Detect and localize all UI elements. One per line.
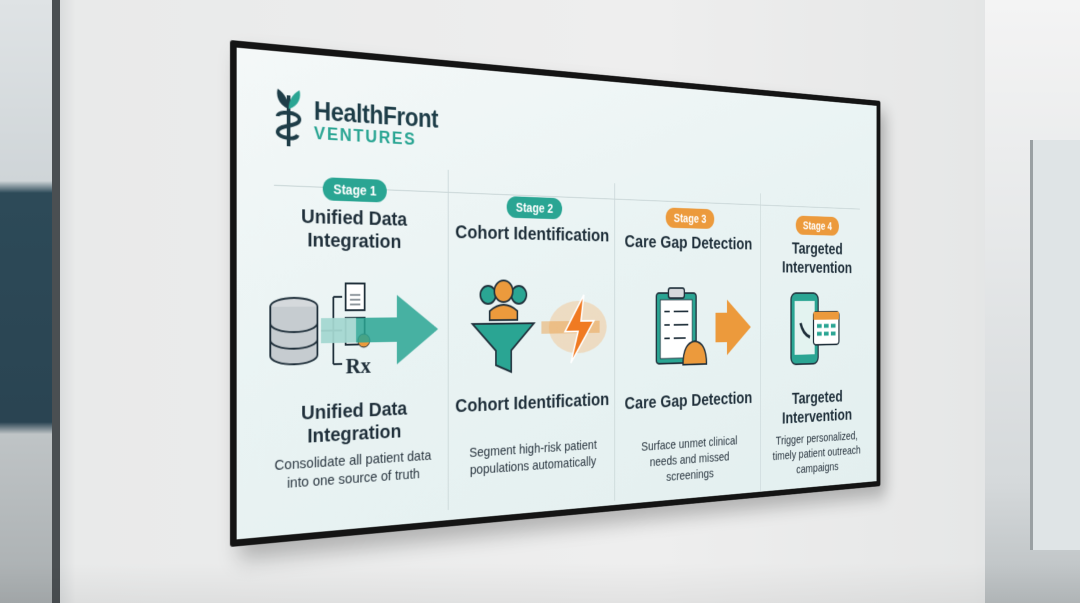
caduceus-leaf-icon [272, 86, 305, 151]
window-frame [52, 0, 60, 603]
lightning-icon [541, 295, 607, 364]
stage-4-column: Stage 4 Targeted Intervention Targeted I… [760, 193, 872, 491]
stage-2-description: Segment high-risk patient populations au… [469, 437, 597, 479]
stage-2-bottom-title: Cohort Identification [455, 389, 610, 417]
stage-1-description: Consolidate all patient data into one so… [274, 447, 432, 492]
stage-1-bottom-title: Unified Data Integration [301, 397, 408, 448]
floor-shadow [0, 563, 1080, 603]
stage-1-title: Unified Data Integration [301, 205, 408, 253]
people-funnel-icon [449, 278, 607, 379]
stage-2-title: Cohort Identification [455, 221, 610, 246]
tv-screen: HealthFront VENTURES Stage 1 Unified Dat… [236, 47, 877, 540]
stage-3-bottom-title: Care Gap Detection [624, 388, 753, 414]
phone-calendar-icon [761, 288, 872, 376]
stage-2-column: Stage 2 Cohort Identification Cohort Ide… [447, 169, 616, 511]
brand-logo: HealthFront VENTURES [272, 86, 438, 158]
flow-arrow-3 [715, 299, 751, 356]
stage-4-description: Trigger personalized, timely patient out… [772, 429, 861, 477]
stage-4-bottom-title: Targeted Intervention [781, 387, 853, 428]
rx-icon: Rx [346, 353, 372, 379]
stage-3-column: Stage 3 Care Gap Detection Care Gap Dete… [614, 183, 761, 501]
stage-3-badge: Stage 3 [665, 207, 715, 230]
stage-4-badge: Stage 4 [795, 215, 839, 236]
stage-1-column: Stage 1 Unified Data Integration Rx Unif… [255, 148, 447, 515]
database-icon [270, 298, 317, 365]
document-icon [346, 283, 365, 310]
glass-door [1030, 140, 1080, 550]
stage-1-badge: Stage 1 [322, 177, 387, 203]
stage-2-badge: Stage 2 [506, 196, 563, 220]
wall-tv: HealthFront VENTURES Stage 1 Unified Dat… [230, 40, 881, 547]
window-pane [0, 0, 58, 603]
stage-3-description: Surface unmet clinical needs and missed … [641, 433, 738, 485]
stage-3-title: Care Gap Detection [624, 231, 753, 254]
clipboard-bell-icon [615, 284, 751, 378]
stage-4-title: Targeted Intervention [781, 239, 853, 277]
background-hallway [985, 0, 1080, 603]
